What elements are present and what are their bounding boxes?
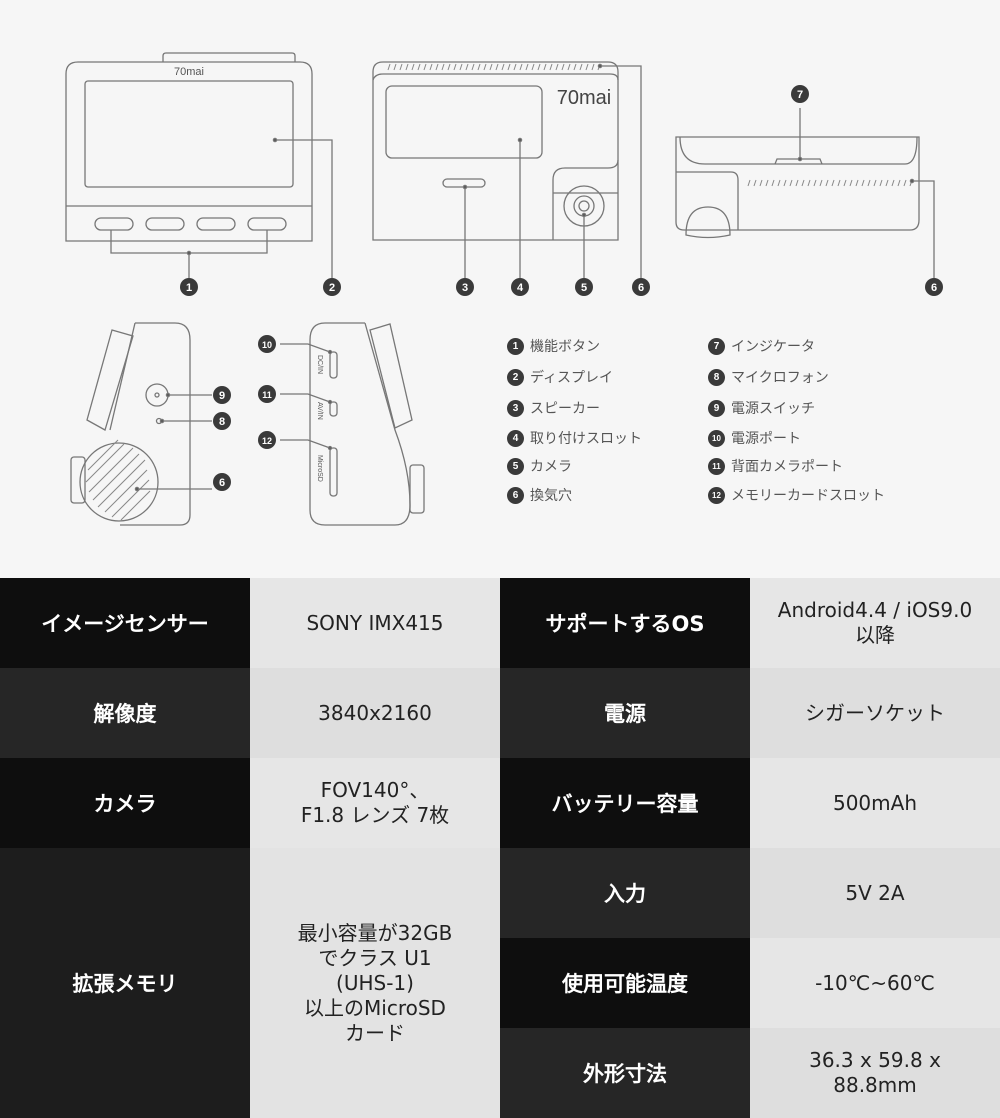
callout-badge-6c: 6 — [213, 473, 231, 491]
svg-text:9: 9 — [219, 390, 225, 402]
number-badge: 1 — [507, 337, 524, 355]
svg-text:1: 1 — [186, 282, 192, 294]
spec-label: イメージセンサー — [0, 578, 250, 668]
lens-view-drawing: 70mai — [372, 61, 642, 278]
svg-text:8: 8 — [219, 416, 225, 428]
number-badge: 3 — [507, 399, 524, 417]
spec-value: 5V 2A — [750, 848, 1000, 938]
spec-label: バッテリー容量 — [500, 758, 750, 848]
spec-label: 入力 — [500, 848, 750, 938]
spec-value: 最小容量が32GB でクラス U1 (UHS-1) 以上のMicroSD カード — [250, 848, 500, 1118]
callout-badge-5: 5 — [575, 278, 593, 296]
svg-text:7: 7 — [797, 89, 803, 101]
spec-label: 電源 — [500, 668, 750, 758]
callout-badge-9: 9 — [213, 386, 231, 404]
product-diagram: 70mai 70mai — [65, 52, 943, 526]
number-badge: 5 — [507, 457, 524, 475]
callout-badge-10: 10 — [258, 335, 276, 353]
number-badge: 7 — [708, 337, 725, 355]
svg-text:12: 12 — [262, 436, 272, 446]
callout-badge-6: 6 — [632, 278, 650, 296]
spec-label: 外形寸法 — [500, 1028, 750, 1118]
spec-value: FOV140°、 F1.8 レンズ 7枚 — [250, 758, 500, 848]
callout-badge-7: 7 — [791, 85, 809, 103]
callout-badge-3: 3 — [456, 278, 474, 296]
svg-text:6: 6 — [638, 282, 644, 294]
number-badge: 11 — [708, 457, 725, 475]
spec-label: 解像度 — [0, 668, 250, 758]
spec-value: 36.3 x 59.8 x 88.8mm — [750, 1028, 1000, 1118]
callout-badge-11: 11 — [258, 385, 276, 403]
svg-text:5: 5 — [581, 282, 587, 294]
number-badge: 8 — [708, 368, 725, 386]
callout-badge-12: 12 — [258, 431, 276, 449]
number-badge: 2 — [507, 368, 524, 386]
number-badge: 9 — [708, 399, 725, 417]
spec-value: SONY IMX415 — [250, 578, 500, 668]
spec-table: イメージセンサー SONY IMX415 解像度 3840x2160 カメラ F… — [0, 578, 1000, 1118]
spec-value: Android4.4 / iOS9.0 以降 — [750, 578, 1000, 668]
svg-text:11: 11 — [262, 390, 272, 400]
number-badge: 6 — [507, 486, 524, 504]
dashcam-line-drawings: 70mai 70mai — [65, 52, 943, 526]
spec-label: サポートするOS — [500, 578, 750, 668]
spec-value: 500mAh — [750, 758, 1000, 848]
number-badge: 12 — [708, 486, 725, 504]
svg-text:10: 10 — [262, 340, 272, 350]
svg-text:DC/IN: DC/IN — [316, 355, 323, 374]
callout-badge-2: 2 — [323, 278, 341, 296]
number-badge: 10 — [708, 429, 725, 447]
svg-text:MicroSD: MicroSD — [316, 455, 323, 482]
callout-badge-4: 4 — [511, 278, 529, 296]
svg-text:6: 6 — [931, 282, 937, 294]
svg-text:6: 6 — [219, 477, 225, 489]
svg-text:AV/IN: AV/IN — [316, 402, 323, 420]
spec-label: カメラ — [0, 758, 250, 848]
svg-text:2: 2 — [329, 282, 335, 294]
svg-text:70mai: 70mai — [557, 87, 611, 109]
spec-value: -10℃~60℃ — [750, 938, 1000, 1028]
display-view-drawing: 70mai — [65, 52, 333, 278]
spec-value: 3840x2160 — [250, 668, 500, 758]
number-badge: 4 — [507, 429, 524, 447]
svg-text:70mai: 70mai — [174, 66, 204, 78]
callout-badge-6b: 6 — [925, 278, 943, 296]
svg-text:3: 3 — [462, 282, 468, 294]
top-view-drawing — [675, 108, 935, 278]
callout-badge-8: 8 — [213, 412, 231, 430]
right-side-drawing: DC/IN AV/IN MicroSD — [280, 322, 425, 526]
callout-badges: 1 2 3 4 5 6 7 6 9 8 6 10 11 12 — [180, 85, 943, 491]
svg-text:4: 4 — [517, 282, 524, 294]
left-side-drawing — [70, 322, 212, 526]
callout-badge-1: 1 — [180, 278, 198, 296]
spec-label: 拡張メモリ — [0, 848, 250, 1118]
spec-value: シガーソケット — [750, 668, 1000, 758]
spec-label: 使用可能温度 — [500, 938, 750, 1028]
